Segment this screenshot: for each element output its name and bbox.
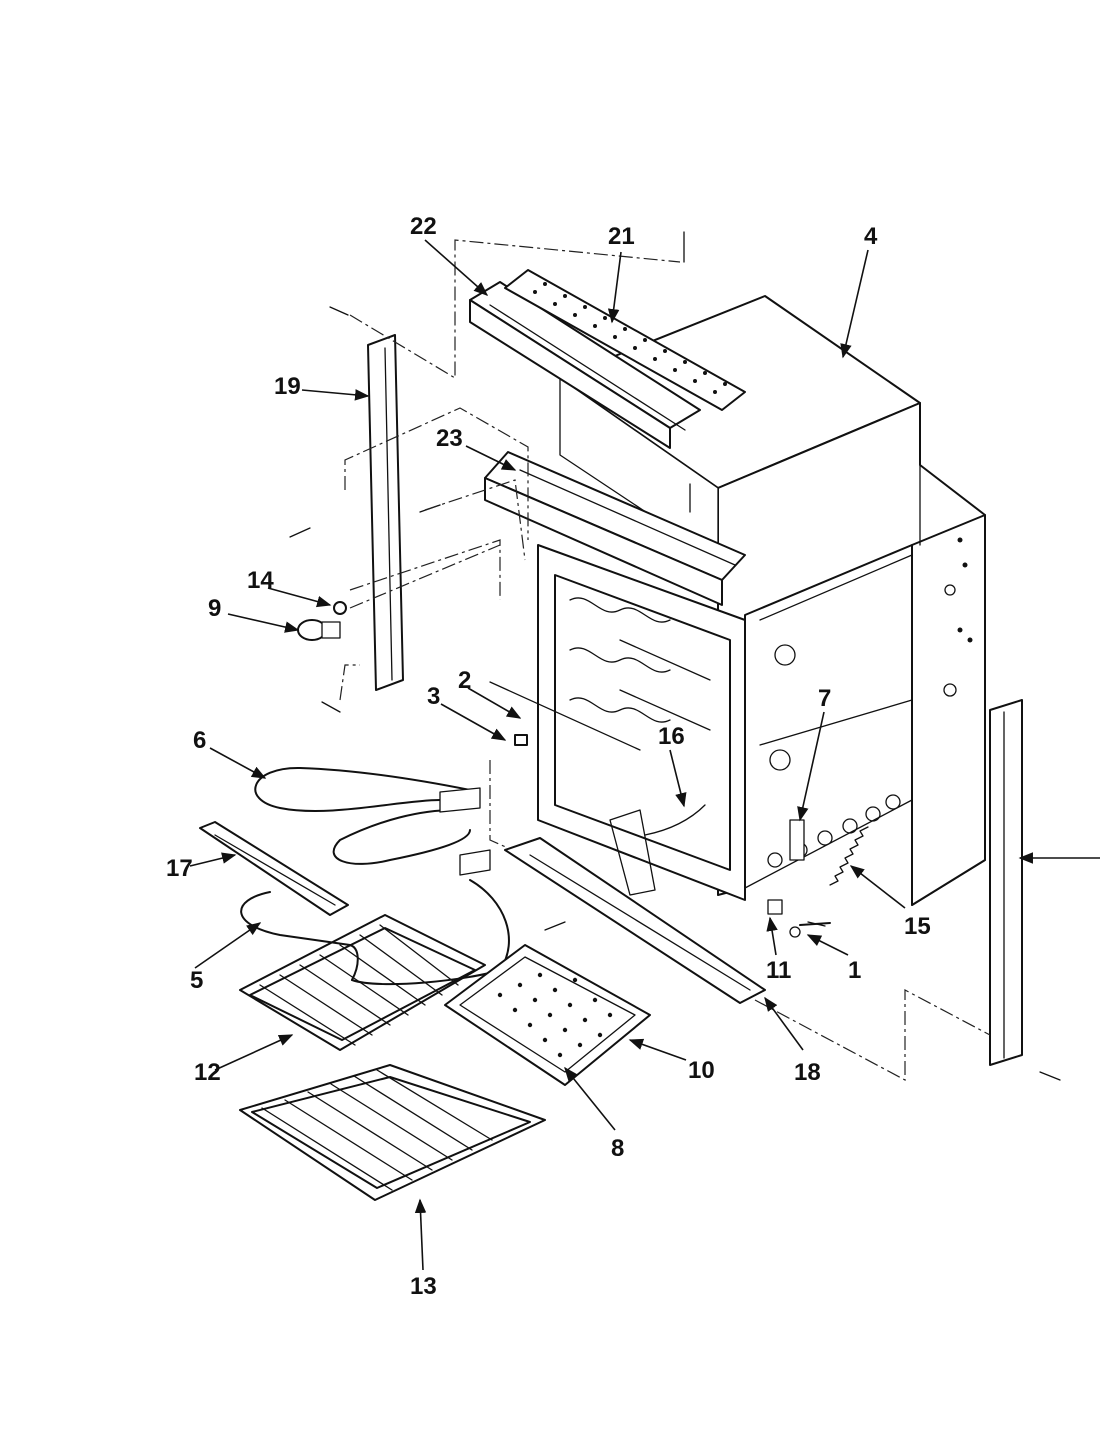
callout-label-14: 14 bbox=[247, 567, 274, 594]
callout-label-17: 17 bbox=[166, 855, 193, 882]
callout-label-16: 16 bbox=[658, 723, 685, 750]
callout-leaders bbox=[189, 239, 1100, 1271]
top-trim-channel bbox=[484, 451, 746, 606]
right-side-trim bbox=[989, 699, 1023, 1066]
callout-label-13: 13 bbox=[410, 1273, 437, 1300]
assembly-guide-lines bbox=[339, 239, 991, 1081]
door-hinge-parts bbox=[767, 819, 831, 938]
broil-element bbox=[254, 766, 481, 865]
callout-label-5: 5 bbox=[190, 967, 203, 994]
callout-label-6: 6 bbox=[193, 727, 206, 754]
callout-label-2: 2 bbox=[458, 667, 471, 694]
left-side-trim bbox=[367, 334, 404, 691]
vent-trim bbox=[469, 281, 701, 449]
callout-label-8: 8 bbox=[611, 1135, 624, 1162]
callout-label-11: 11 bbox=[766, 957, 791, 984]
callout-label-1: 1 bbox=[848, 957, 861, 984]
element-bracket bbox=[199, 821, 349, 916]
door-hinge-receiver bbox=[609, 804, 706, 896]
callout-label-21: 21 bbox=[608, 223, 635, 250]
callout-label-3: 3 bbox=[427, 683, 440, 710]
callout-label-10: 10 bbox=[688, 1057, 715, 1084]
bottom-trim-channel bbox=[504, 837, 766, 1004]
callout-label-19: 19 bbox=[274, 373, 301, 400]
light-socket bbox=[297, 619, 341, 641]
vent-grille bbox=[504, 269, 746, 411]
callout-label-7: 7 bbox=[818, 685, 831, 712]
light-bulb-part bbox=[333, 601, 347, 615]
callout-label-15: 15 bbox=[904, 913, 931, 940]
broil-pan bbox=[444, 944, 651, 1086]
callout-label-23: 23 bbox=[436, 425, 463, 452]
oven-cavity-body bbox=[537, 295, 986, 906]
callout-label-4: 4 bbox=[864, 223, 878, 250]
oven-rack-upper bbox=[239, 914, 486, 1051]
callout-label-9: 9 bbox=[208, 595, 221, 622]
oven-rack-lower bbox=[239, 1064, 546, 1201]
callout-label-22: 22 bbox=[410, 213, 437, 240]
callout-labels: 22 21 4 19 23 14 9 2 3 6 16 7 17 15 5 11… bbox=[166, 213, 931, 1300]
mounting-screws bbox=[289, 231, 1061, 1081]
callout-label-18: 18 bbox=[794, 1059, 821, 1086]
thermostat-sensor bbox=[489, 681, 641, 751]
callout-label-12: 12 bbox=[194, 1059, 221, 1086]
door-spring bbox=[829, 826, 869, 886]
